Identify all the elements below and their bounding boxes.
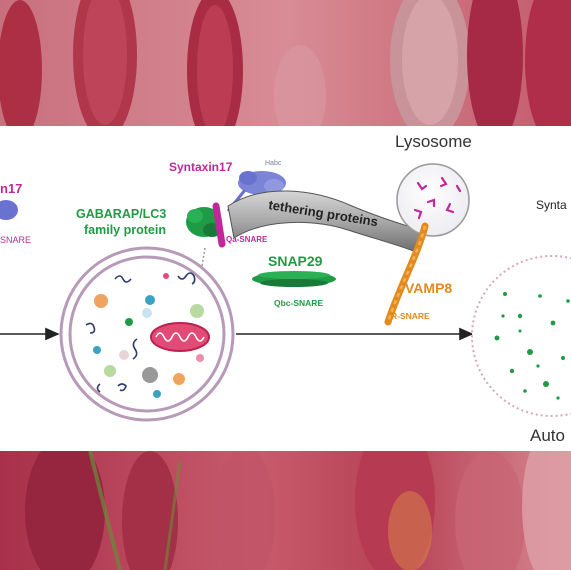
qa-snare-helix xyxy=(212,202,226,248)
snare-left-label: SNARE xyxy=(0,235,31,245)
gabarap-protein xyxy=(186,207,222,237)
habc-label: Habc xyxy=(265,160,282,167)
lysosome xyxy=(396,163,470,237)
qbc-snare-label: Qbc-SNARE xyxy=(274,298,323,308)
bottom-photo-band xyxy=(0,451,571,570)
r-snare-label: R-SNARE xyxy=(391,311,430,321)
protein-blob-left xyxy=(0,200,18,220)
snap29-label: SNAP29 xyxy=(268,253,323,269)
qa-snare-label: Qa-SNARE xyxy=(226,235,268,244)
syntaxin-right-label: Synta xyxy=(536,198,567,212)
autophagosome xyxy=(59,246,235,422)
autolysosome-label: Auto xyxy=(530,426,565,445)
syntaxin17-left-label: n17 xyxy=(0,181,22,196)
syntaxin17-label: Syntaxin17 xyxy=(169,160,233,174)
habc-domain xyxy=(238,171,286,195)
snap29-protein xyxy=(252,271,336,287)
gabarap-label-line2: family protein xyxy=(84,223,166,237)
vamp8-label: VAMP8 xyxy=(405,280,452,296)
diagram-canvas: n17 SNARE xyxy=(0,132,571,445)
autophagy-diagram: n17 SNARE xyxy=(0,126,571,451)
gabarap-label-line1: GABARAP/LC3 xyxy=(76,207,166,221)
quinoa-field-photo-bottom xyxy=(0,451,571,570)
quinoa-field-photo xyxy=(0,0,571,126)
autolysosome-partial xyxy=(471,255,571,417)
lysosome-label: Lysosome xyxy=(395,132,472,151)
top-photo-band xyxy=(0,0,571,126)
